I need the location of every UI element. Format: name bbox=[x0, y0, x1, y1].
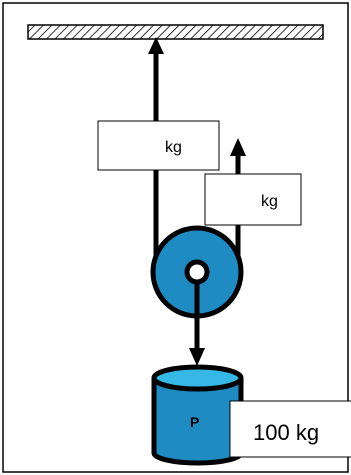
pulley-axle bbox=[184, 259, 210, 285]
ceiling-hatch bbox=[27, 24, 324, 40]
tension-box-2-unit: kg bbox=[261, 193, 278, 210]
weight-label: P bbox=[190, 414, 199, 430]
weight-top bbox=[151, 364, 244, 392]
left-rope-arrowhead bbox=[148, 37, 164, 54]
weight-value-box bbox=[229, 400, 351, 458]
tension-box-1-unit: kg bbox=[165, 139, 182, 156]
right-rope-arrowhead bbox=[230, 138, 246, 156]
tension-box-2 bbox=[204, 173, 302, 226]
hanging-rope-arrowhead bbox=[189, 348, 205, 366]
tension-box-1 bbox=[97, 120, 220, 171]
weight-value: 100 kg bbox=[253, 420, 319, 445]
